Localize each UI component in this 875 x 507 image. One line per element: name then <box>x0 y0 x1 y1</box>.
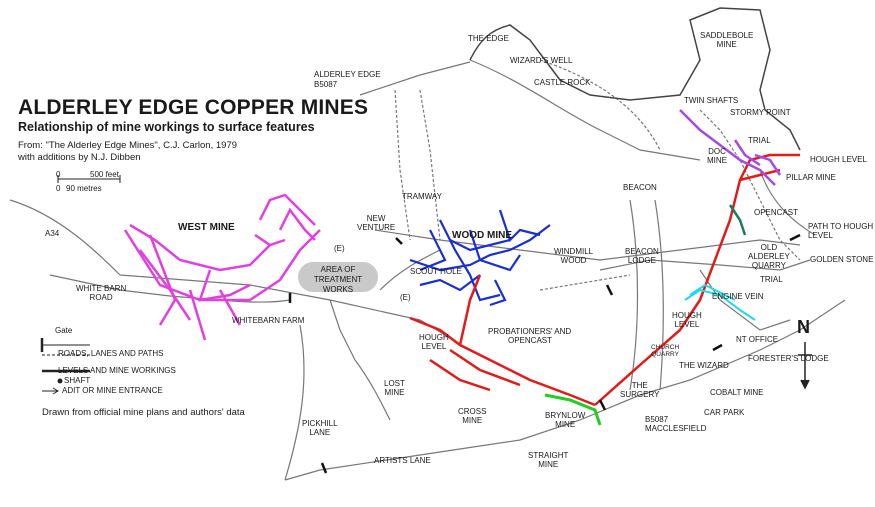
label-b5087-top: B5087 <box>314 80 338 89</box>
source-line-1: From: "The Alderley Edge Mines", C.J. Ca… <box>18 140 238 151</box>
label-golden-stone: GOLDEN STONE <box>810 255 874 264</box>
label-wizards-well: WIZARD'S WELL <box>510 56 573 65</box>
label-whitebarn-farm: WHITEBARN FARM <box>232 316 305 325</box>
legend-symbols <box>40 338 90 395</box>
label-artists-lane: ARTISTS LANE <box>374 456 431 465</box>
label-pillar-mine: PILLAR MINE <box>786 173 836 182</box>
edge-escarpment <box>469 7 801 151</box>
label-trial-mid: TRIAL <box>760 275 783 284</box>
label-alderley-edge: ALDERLEY EDGE <box>314 70 381 79</box>
label-west-mine: WEST MINE <box>178 222 235 233</box>
engine-vein-workings <box>684 283 756 321</box>
legend-adit: ADIT OR MINE ENTRANCE <box>62 386 163 395</box>
label-wood-mine: WOOD MINE <box>452 230 512 241</box>
legend-shaft: SHAFT <box>64 376 91 385</box>
doc-pillar-mine-workings <box>679 109 782 186</box>
treatment-label-2: TREATMENT WORKS <box>313 275 363 294</box>
label-scout-hole: SCOUT HOLE <box>410 267 462 276</box>
north-arrow <box>798 342 812 390</box>
label-e-paren-1: (E) <box>334 244 345 253</box>
legend-gate: Gate <box>55 326 73 335</box>
scale-bar <box>57 175 121 183</box>
label-stormy-point: STORMY POINT <box>730 108 791 117</box>
page-title: ALDERLEY EDGE COPPER MINES <box>18 96 369 119</box>
label-a34: A34 <box>45 229 60 238</box>
label-opencast-right: OPENCAST <box>754 208 799 217</box>
source-line-2: with additions by N.J. Dibben <box>18 152 141 163</box>
label-twin-shafts: TWIN SHAFTS <box>684 96 739 105</box>
label-e-paren-2: (E) <box>400 293 411 302</box>
hough-level-workings <box>409 153 800 407</box>
north-label: N <box>797 317 810 337</box>
label-castle-rock: CASTLE ROCK <box>534 78 591 87</box>
label-the-edge: THE EDGE <box>468 34 509 43</box>
label-foresters-lodge: FORESTER'S LODGE <box>748 354 829 363</box>
wood-mine-workings <box>409 209 551 307</box>
legend-levels: LEVELS AND MINE WORKINGS <box>58 366 176 375</box>
label-hough-level-top: HOUGH LEVEL <box>810 155 867 164</box>
legend-roads: ROADS, LANES AND PATHS <box>58 349 164 358</box>
label-cobalt-mine: COBALT MINE <box>710 388 764 397</box>
page-subtitle: Relationship of mine workings to surface… <box>18 120 315 134</box>
gates <box>288 233 801 474</box>
label-beacon: BEACON <box>623 183 657 192</box>
roads <box>9 59 846 481</box>
scale-zero-metres: 0 <box>56 184 61 193</box>
label-car-park: CAR PARK <box>704 408 745 417</box>
scale-feet: 500 feet <box>90 170 119 179</box>
opencast-workings <box>728 204 747 236</box>
area-of-treatment-works: AREA OF TREATMENT WORKS <box>298 262 378 294</box>
west-mine-workings <box>123 193 321 341</box>
label-trial-top: TRIAL <box>748 136 771 145</box>
label-the-wizard: THE WIZARD <box>679 361 729 370</box>
label-nt-office: NT OFFICE <box>736 335 779 344</box>
scale-metres: 90 metres <box>66 184 102 193</box>
treatment-label-1: AREA OF <box>320 265 356 274</box>
label-engine-vein: ENGINE VEIN <box>712 292 764 301</box>
brynlow-mine-workings <box>544 393 602 426</box>
label-tramway: TRAMWAY <box>402 192 442 201</box>
drawn-note: Drawn from official mine plans and autho… <box>42 407 245 418</box>
scale-zero-feet: 0 <box>56 170 61 179</box>
